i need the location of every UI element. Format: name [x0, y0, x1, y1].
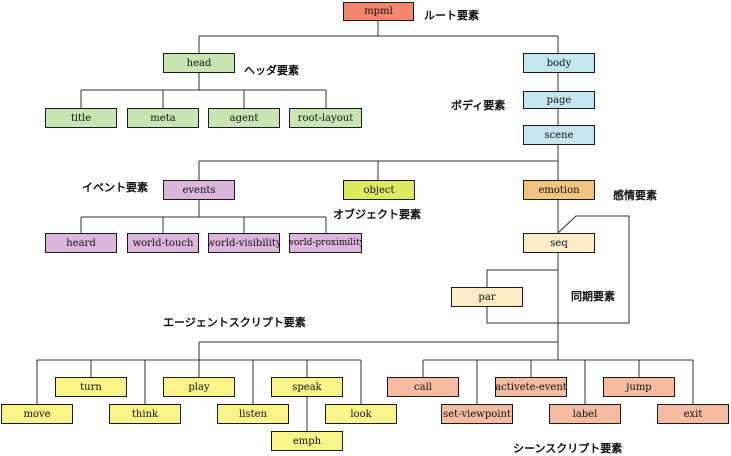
node-events: events: [163, 180, 235, 200]
node-seq: seq: [523, 233, 595, 253]
node-mpml: mpml: [343, 2, 414, 21]
label-agent-script: エージェントスクリプト要素: [163, 316, 306, 329]
node-call: call: [387, 377, 459, 397]
node-world-proximility: world-proximility: [289, 233, 362, 253]
node-title: title: [45, 108, 117, 128]
label-root: ルート要素: [424, 9, 479, 22]
node-world-touch: world-touch: [127, 233, 199, 253]
node-agent: agent: [208, 108, 280, 128]
label-event: イベント要素: [82, 181, 148, 194]
node-move: move: [1, 404, 73, 424]
node-emph: emph: [271, 431, 343, 451]
node-speak: speak: [271, 377, 343, 397]
node-body: body: [523, 53, 595, 73]
node-think: think: [109, 404, 181, 424]
node-turn: turn: [55, 377, 127, 397]
label-object: オブジェクト要素: [333, 208, 421, 221]
label-sync: 同期要素: [571, 290, 615, 303]
node-exit: exit: [657, 404, 729, 424]
label-emotion: 感情要素: [613, 189, 657, 202]
node-label: label: [549, 404, 621, 424]
node-jump: jump: [603, 377, 675, 397]
node-play: play: [163, 377, 235, 397]
node-set-viewpoint: set-viewpoint: [441, 404, 513, 424]
node-page: page: [523, 91, 595, 109]
label-scene-script: シーンスクリプト要素: [513, 442, 623, 455]
node-object: object: [343, 180, 415, 200]
node-meta: meta: [127, 108, 199, 128]
node-look: look: [325, 404, 397, 424]
node-heard: heard: [45, 233, 117, 253]
node-head: head: [163, 53, 235, 73]
label-header: ヘッダ要素: [244, 64, 299, 77]
label-body: ボディ要素: [451, 99, 506, 112]
node-par: par: [451, 287, 523, 307]
node-activete-event: activete-event: [495, 377, 567, 397]
node-emotion: emotion: [523, 180, 595, 200]
node-listen: listen: [217, 404, 289, 424]
node-root-layout: root-layout: [289, 108, 362, 128]
node-scene: scene: [523, 125, 595, 145]
node-world-visibility: world-visibility: [208, 233, 280, 253]
